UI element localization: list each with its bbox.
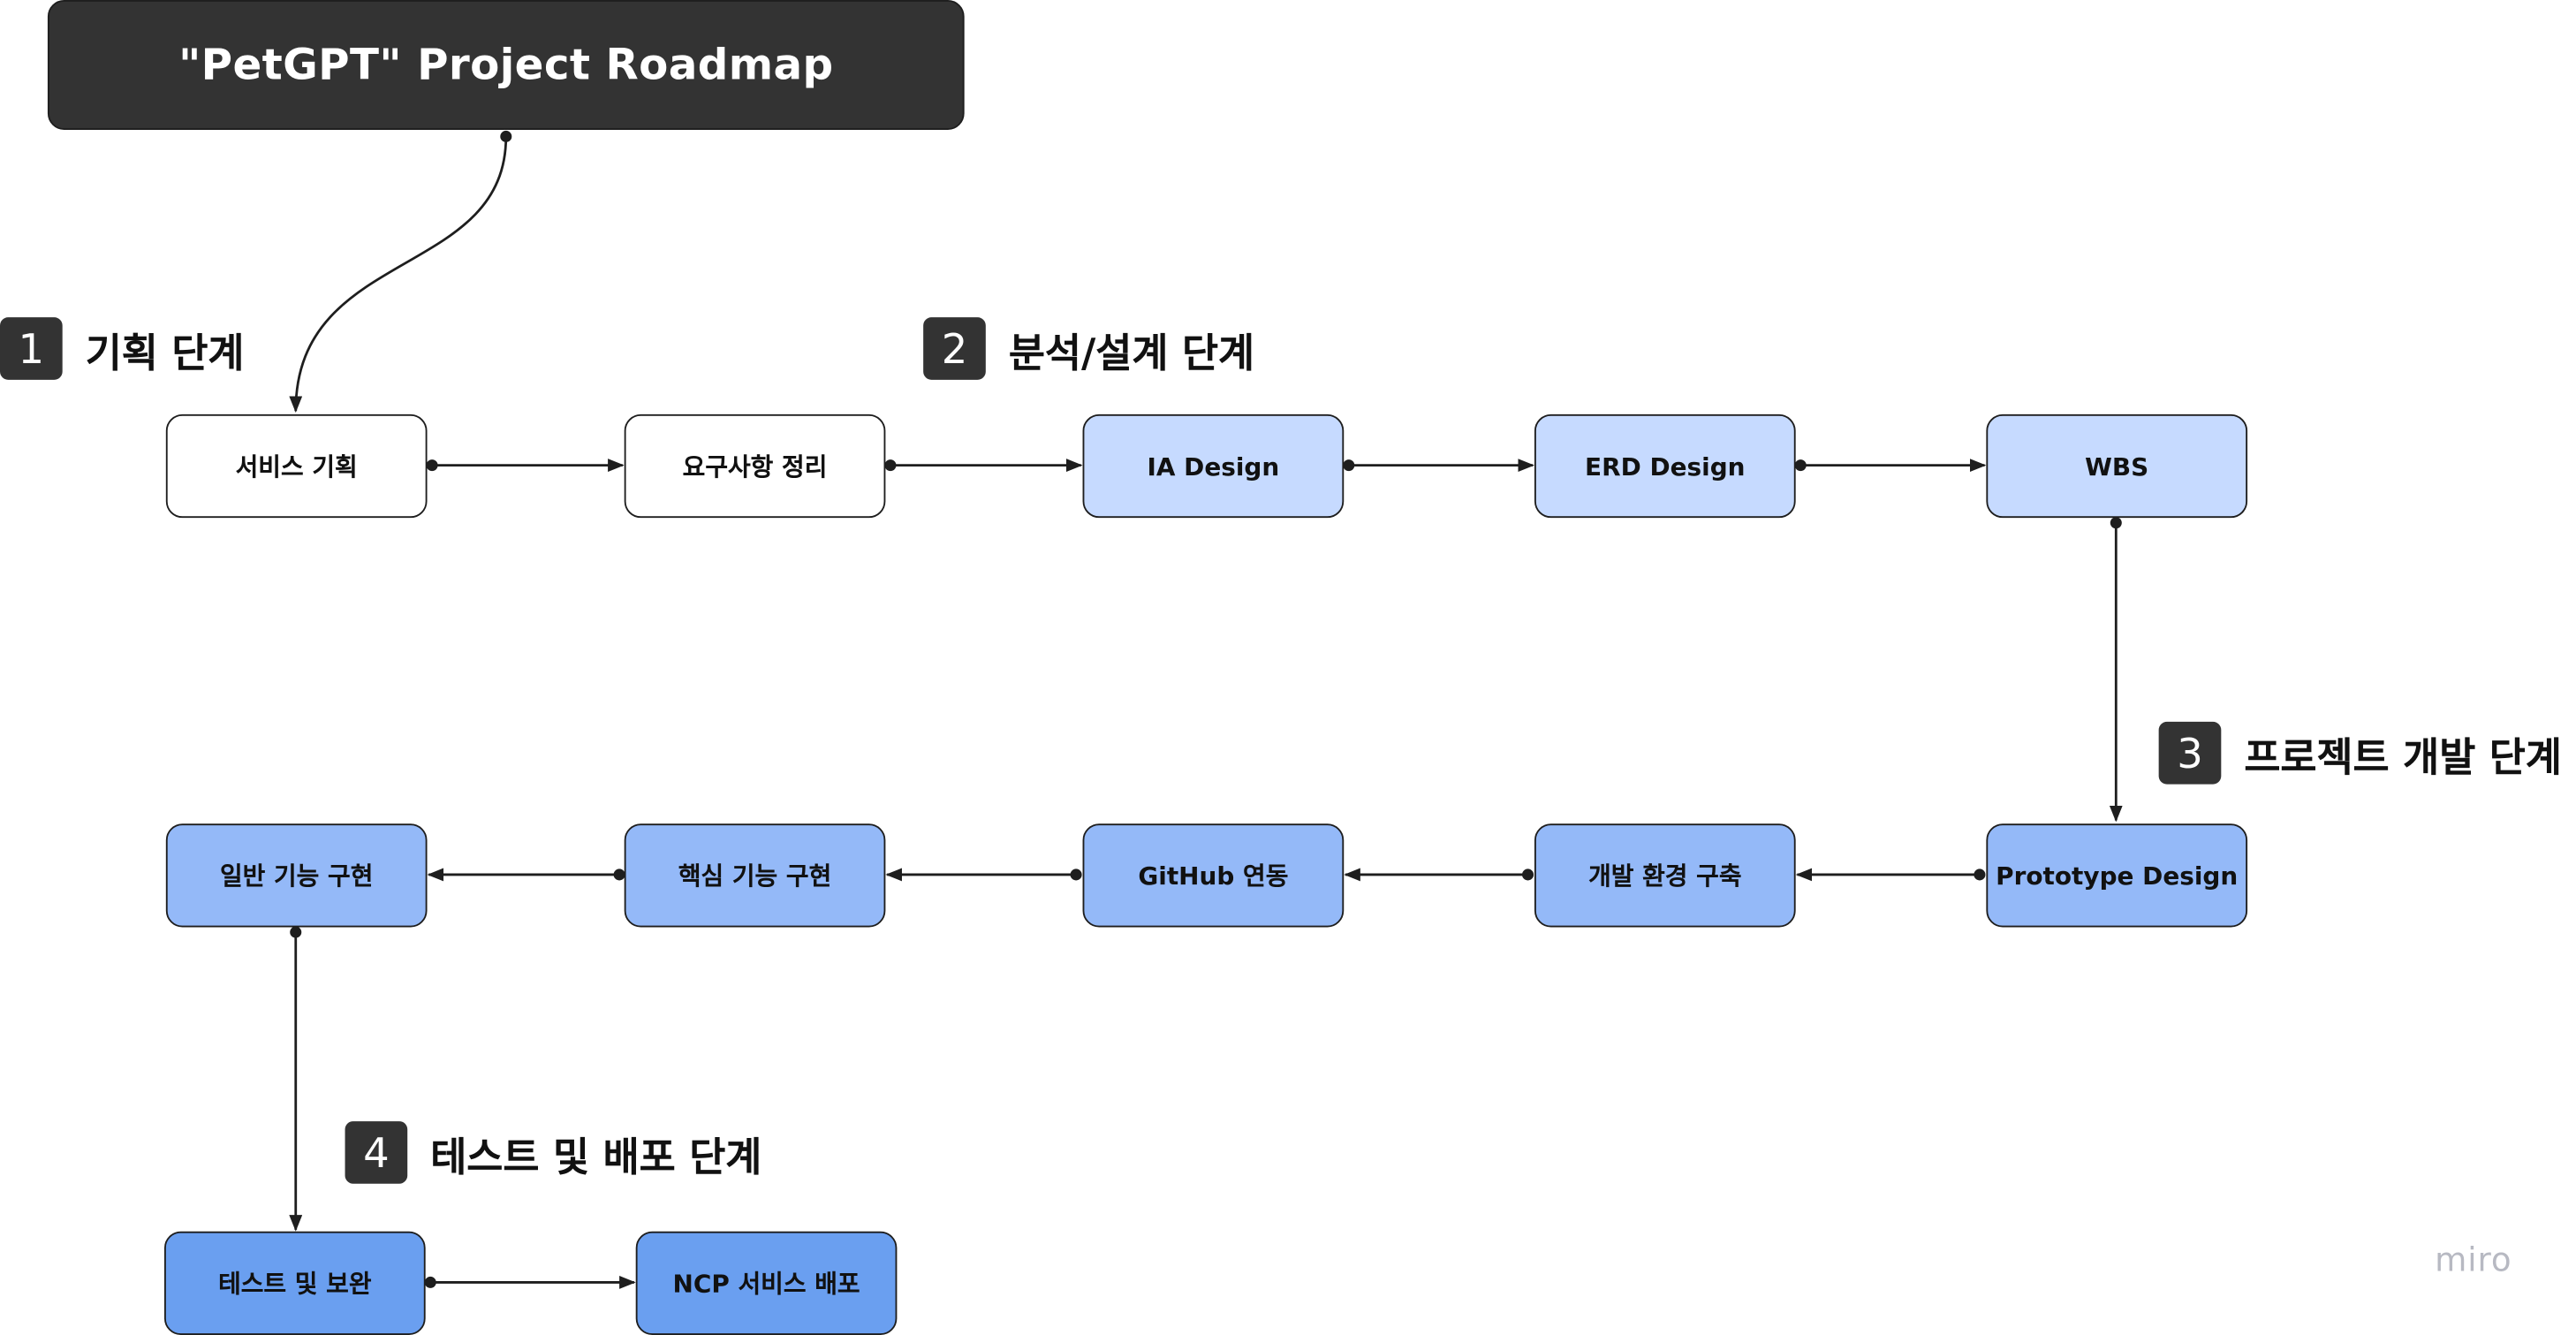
connector-dot	[1070, 869, 1082, 881]
node-requirements[interactable]: 요구사항 정리	[624, 413, 886, 519]
connector-dot	[2110, 517, 2122, 529]
connector-dot	[884, 459, 897, 472]
connector-dot	[613, 869, 625, 881]
node-core-features[interactable]: 핵심 기능 구현	[624, 823, 886, 928]
node-wbs[interactable]: WBS	[1986, 413, 2248, 519]
stage-4-number: 4	[345, 1121, 408, 1184]
node-prototype-design[interactable]: Prototype Design	[1986, 823, 2248, 928]
connector-dot	[290, 926, 302, 938]
stage-1-label: 기획 단계	[85, 330, 245, 376]
stage-3-label: 프로젝트 개발 단계	[2244, 733, 2562, 780]
connector-title-to-service-planning	[289, 136, 508, 413]
stage-3-number: 3	[2158, 721, 2222, 785]
roadmap-title[interactable]: "PetGPT" Project Roadmap	[47, 0, 965, 131]
miro-watermark: miro	[2435, 1240, 2512, 1279]
node-ia-design[interactable]: IA Design	[1082, 413, 1345, 519]
stage-1-heading: 1 기획 단계	[0, 317, 245, 380]
node-ncp-deploy[interactable]: NCP 서비스 배포	[635, 1231, 898, 1335]
node-general-features[interactable]: 일반 기능 구현	[165, 823, 428, 928]
connector-dot	[426, 459, 438, 472]
stage-4-label: 테스트 및 배포 단계	[430, 1134, 762, 1180]
stage-2-heading: 2 분석/설계 단계	[923, 317, 1254, 380]
stage-2-number: 2	[923, 317, 986, 380]
node-github[interactable]: GitHub 연동	[1082, 823, 1345, 928]
connector-dot	[424, 1276, 436, 1288]
stage-1-number: 1	[0, 317, 63, 380]
node-test[interactable]: 테스트 및 보완	[163, 1231, 426, 1335]
stage-4-heading: 4 테스트 및 배포 단계	[345, 1121, 762, 1184]
node-dev-env[interactable]: 개발 환경 구축	[1534, 823, 1796, 928]
node-service-planning[interactable]: 서비스 기획	[165, 413, 428, 519]
connector-dot	[1522, 869, 1534, 881]
connector-dot	[1343, 459, 1355, 472]
connector-dot	[500, 130, 512, 142]
connector-dot	[1974, 869, 1986, 881]
node-erd-design[interactable]: ERD Design	[1534, 413, 1796, 519]
stage-2-label: 분석/설계 단계	[1008, 330, 1255, 376]
stage-3-heading: 3 프로젝트 개발 단계	[2158, 721, 2562, 785]
connector-dot	[1794, 459, 1807, 472]
